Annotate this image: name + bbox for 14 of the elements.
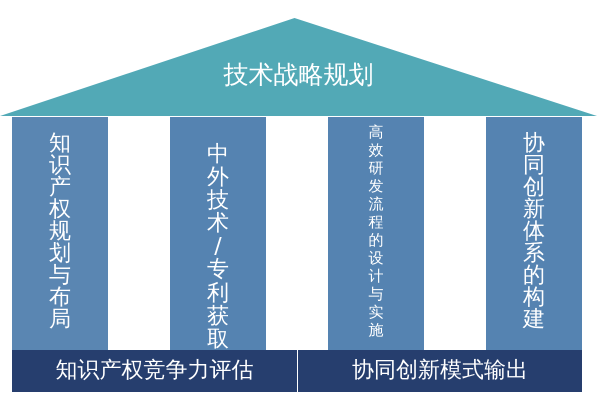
bar-label: 知识产权竞争力评估 bbox=[54, 360, 254, 382]
pillar-label: 高效研发流程的设计与实施 bbox=[368, 123, 384, 339]
roof-triangle bbox=[0, 18, 597, 116]
pillar-column bbox=[12, 117, 108, 350]
pillar-column bbox=[170, 117, 266, 350]
pillar-label: 中外技术/专利获取 bbox=[206, 143, 230, 351]
pillar-column bbox=[328, 117, 424, 350]
pillar-label: 知识产权规划与布局 bbox=[48, 133, 72, 331]
base-bar bbox=[12, 350, 297, 392]
base-bar bbox=[298, 350, 582, 392]
pillar-label: 协同创新体系的构建 bbox=[522, 133, 546, 331]
roof-label: 技术战略规划 bbox=[222, 62, 374, 87]
bar-label: 协同创新模式输出 bbox=[351, 360, 529, 382]
pillar-column bbox=[486, 117, 582, 350]
